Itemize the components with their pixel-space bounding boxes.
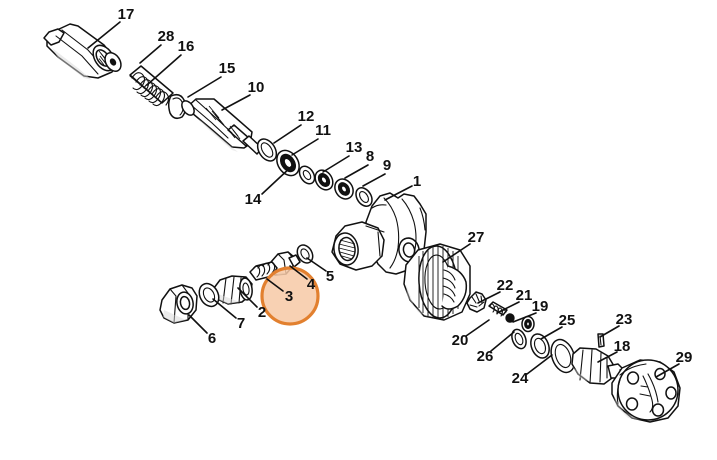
leader-line-7 <box>212 298 237 319</box>
part-2-valve-insert <box>213 275 253 305</box>
part-25-o-ring <box>530 333 550 359</box>
part-9-o-ring <box>355 187 373 207</box>
callout-number-20[interactable]: 20 <box>452 332 469 349</box>
leader-line-18 <box>597 351 618 363</box>
leader-lines <box>87 21 680 378</box>
leader-line-12 <box>273 124 302 144</box>
callout-number-17[interactable]: 17 <box>118 6 135 23</box>
callout-number-27[interactable]: 27 <box>468 229 485 246</box>
part-13-small-seal <box>314 169 334 191</box>
leader-line-29 <box>655 363 680 378</box>
leader-line-21 <box>496 301 520 314</box>
callout-number-16[interactable]: 16 <box>178 38 195 55</box>
part-6-end-plug <box>159 284 198 324</box>
leader-line-4 <box>289 265 308 280</box>
callout-number-23[interactable]: 23 <box>616 311 633 328</box>
annotation-circle-part-3[interactable] <box>260 266 320 326</box>
part-28-small-washer <box>104 51 122 73</box>
callout-number-28[interactable]: 28 <box>158 28 175 45</box>
leader-line-10 <box>221 94 251 111</box>
leader-line-1 <box>384 185 413 201</box>
leader-line-13 <box>322 155 350 173</box>
leader-line-2 <box>237 287 258 308</box>
callout-number-12[interactable]: 12 <box>298 108 315 125</box>
callout-number-21[interactable]: 21 <box>516 287 533 304</box>
callout-number-4[interactable]: 4 <box>307 276 316 293</box>
part-1-pump-valve-body <box>331 192 427 275</box>
callout-number-3[interactable]: 3 <box>285 288 293 305</box>
leader-line-26 <box>490 331 515 352</box>
leader-line-17 <box>87 21 121 49</box>
callout-number-13[interactable]: 13 <box>346 139 363 156</box>
callout-number-26[interactable]: 26 <box>477 348 494 365</box>
leader-line-23 <box>599 325 620 338</box>
part-14-back-up-ring <box>298 165 316 185</box>
part-22-lock-washer <box>466 291 487 313</box>
part-29-end-cover <box>611 359 681 423</box>
callout-number-2[interactable]: 2 <box>258 304 266 321</box>
callout-number-18[interactable]: 18 <box>614 338 631 355</box>
leader-line-5 <box>306 257 327 272</box>
callout-numbers: 1728161510121113891412754327622211920262… <box>118 6 693 387</box>
leader-line-3 <box>266 278 284 292</box>
callout-number-19[interactable]: 19 <box>532 298 549 315</box>
part-19-small-seal <box>521 315 535 333</box>
callout-number-22[interactable]: 22 <box>497 277 514 294</box>
callout-number-11[interactable]: 11 <box>315 122 331 139</box>
leader-line-14 <box>261 165 293 195</box>
part-26-o-ring <box>511 328 527 350</box>
callout-number-5[interactable]: 5 <box>326 268 334 285</box>
leader-line-15 <box>187 76 222 98</box>
callout-number-10[interactable]: 10 <box>248 79 265 96</box>
callout-number-1[interactable]: 1 <box>413 173 421 190</box>
callout-number-24[interactable]: 24 <box>512 370 529 387</box>
callout-number-29[interactable]: 29 <box>676 349 693 366</box>
callout-number-9[interactable]: 9 <box>383 157 391 174</box>
callout-number-7[interactable]: 7 <box>237 315 245 332</box>
leader-line-28 <box>139 44 162 64</box>
leader-line-8 <box>344 164 369 179</box>
leader-line-6 <box>188 314 208 334</box>
callout-number-8[interactable]: 8 <box>366 148 374 165</box>
leader-line-16 <box>146 54 182 86</box>
leader-line-27 <box>442 243 471 263</box>
callout-number-14[interactable]: 14 <box>245 191 262 208</box>
leader-line-9 <box>362 173 386 187</box>
leader-line-25 <box>540 326 563 340</box>
callout-number-15[interactable]: 15 <box>219 60 236 77</box>
leader-line-11 <box>291 138 319 156</box>
part-12-o-ring <box>256 138 278 162</box>
part-24-o-ring-large <box>550 338 576 374</box>
callout-number-25[interactable]: 25 <box>559 312 576 329</box>
part-8-bushing <box>334 178 354 200</box>
part-27-filter-screen <box>403 243 471 321</box>
part-20-check-ball <box>505 313 515 323</box>
leader-line-22 <box>477 291 501 304</box>
leader-line-24 <box>526 354 553 375</box>
part-11-seal-ring <box>276 149 300 177</box>
leader-line-19 <box>512 312 537 323</box>
leader-line-20 <box>465 319 490 337</box>
callout-number-6[interactable]: 6 <box>208 330 216 347</box>
